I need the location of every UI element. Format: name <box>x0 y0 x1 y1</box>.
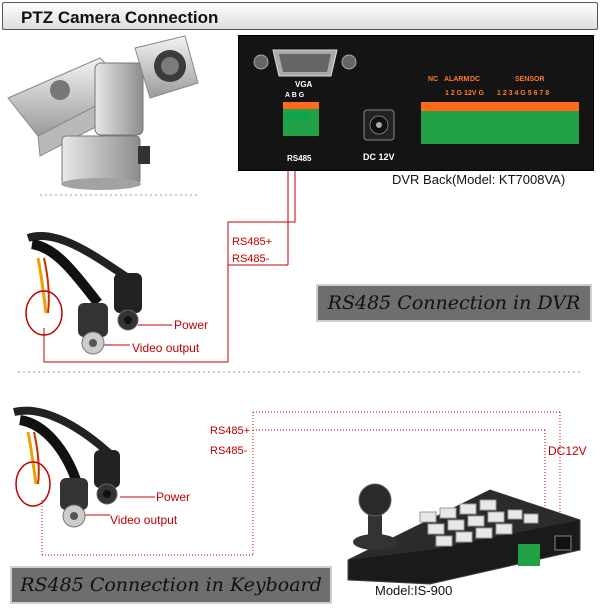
vga-label: VGA <box>295 80 313 89</box>
dvr-caption: DVR Back(Model: KT7008VA) <box>392 172 566 187</box>
dvr-connection-banner: RS485 Connection in DVR <box>316 284 592 322</box>
dvr-panel-graphics <box>253 49 579 144</box>
dc-small-label: DC <box>470 76 481 83</box>
rs485-port-label: RS485 <box>287 154 312 163</box>
video-output-label-1: Video output <box>132 341 200 355</box>
keyboard-connection-banner: RS485 Connection in Keyboard <box>10 566 332 604</box>
video-output-label-2: Video output <box>110 513 178 527</box>
ptz-keyboard-image <box>347 483 581 585</box>
title-bar: PTZ Camera Connection <box>2 2 598 30</box>
camera-cable-image-1 <box>25 232 142 355</box>
alarm-label: ALARM <box>444 76 470 83</box>
ptz-camera-image <box>7 35 199 190</box>
keyboard-model-caption: Model:IS-900 <box>375 583 453 598</box>
sensor-label: SENSOR <box>515 76 545 83</box>
sensor-pins-label: 1 2 3 4 G 5 6 7 8 <box>497 90 550 97</box>
dvr-connection-banner-text: RS485 Connection in DVR <box>327 292 581 314</box>
nc-label: NC <box>428 76 439 83</box>
rs485-plus-label-2: RS485+ <box>210 425 251 437</box>
dc12v-label: DC12V <box>548 444 587 458</box>
dvr-back-panel: VGA A B G RS485 DC 12V NC ALARM DC 1 2 G… <box>238 35 594 171</box>
dc12v-port-label: DC 12V <box>363 152 395 162</box>
camera-cable-image-2 <box>13 406 120 528</box>
page-title: PTZ Camera Connection <box>21 8 219 27</box>
alarm-pins-label: 1 2 G 12V G <box>445 90 484 97</box>
rs485-minus-label-2: RS485- <box>210 445 248 457</box>
power-label-2: Power <box>156 490 191 504</box>
power-label-1: Power <box>174 318 209 332</box>
keyboard-connection-banner-text: RS485 Connection in Keyboard <box>20 574 322 596</box>
rs485-plus-label-1: RS485+ <box>232 236 273 248</box>
rs485-minus-label-1: RS485- <box>232 253 270 265</box>
rs485-pins-label: A B G <box>285 92 305 99</box>
